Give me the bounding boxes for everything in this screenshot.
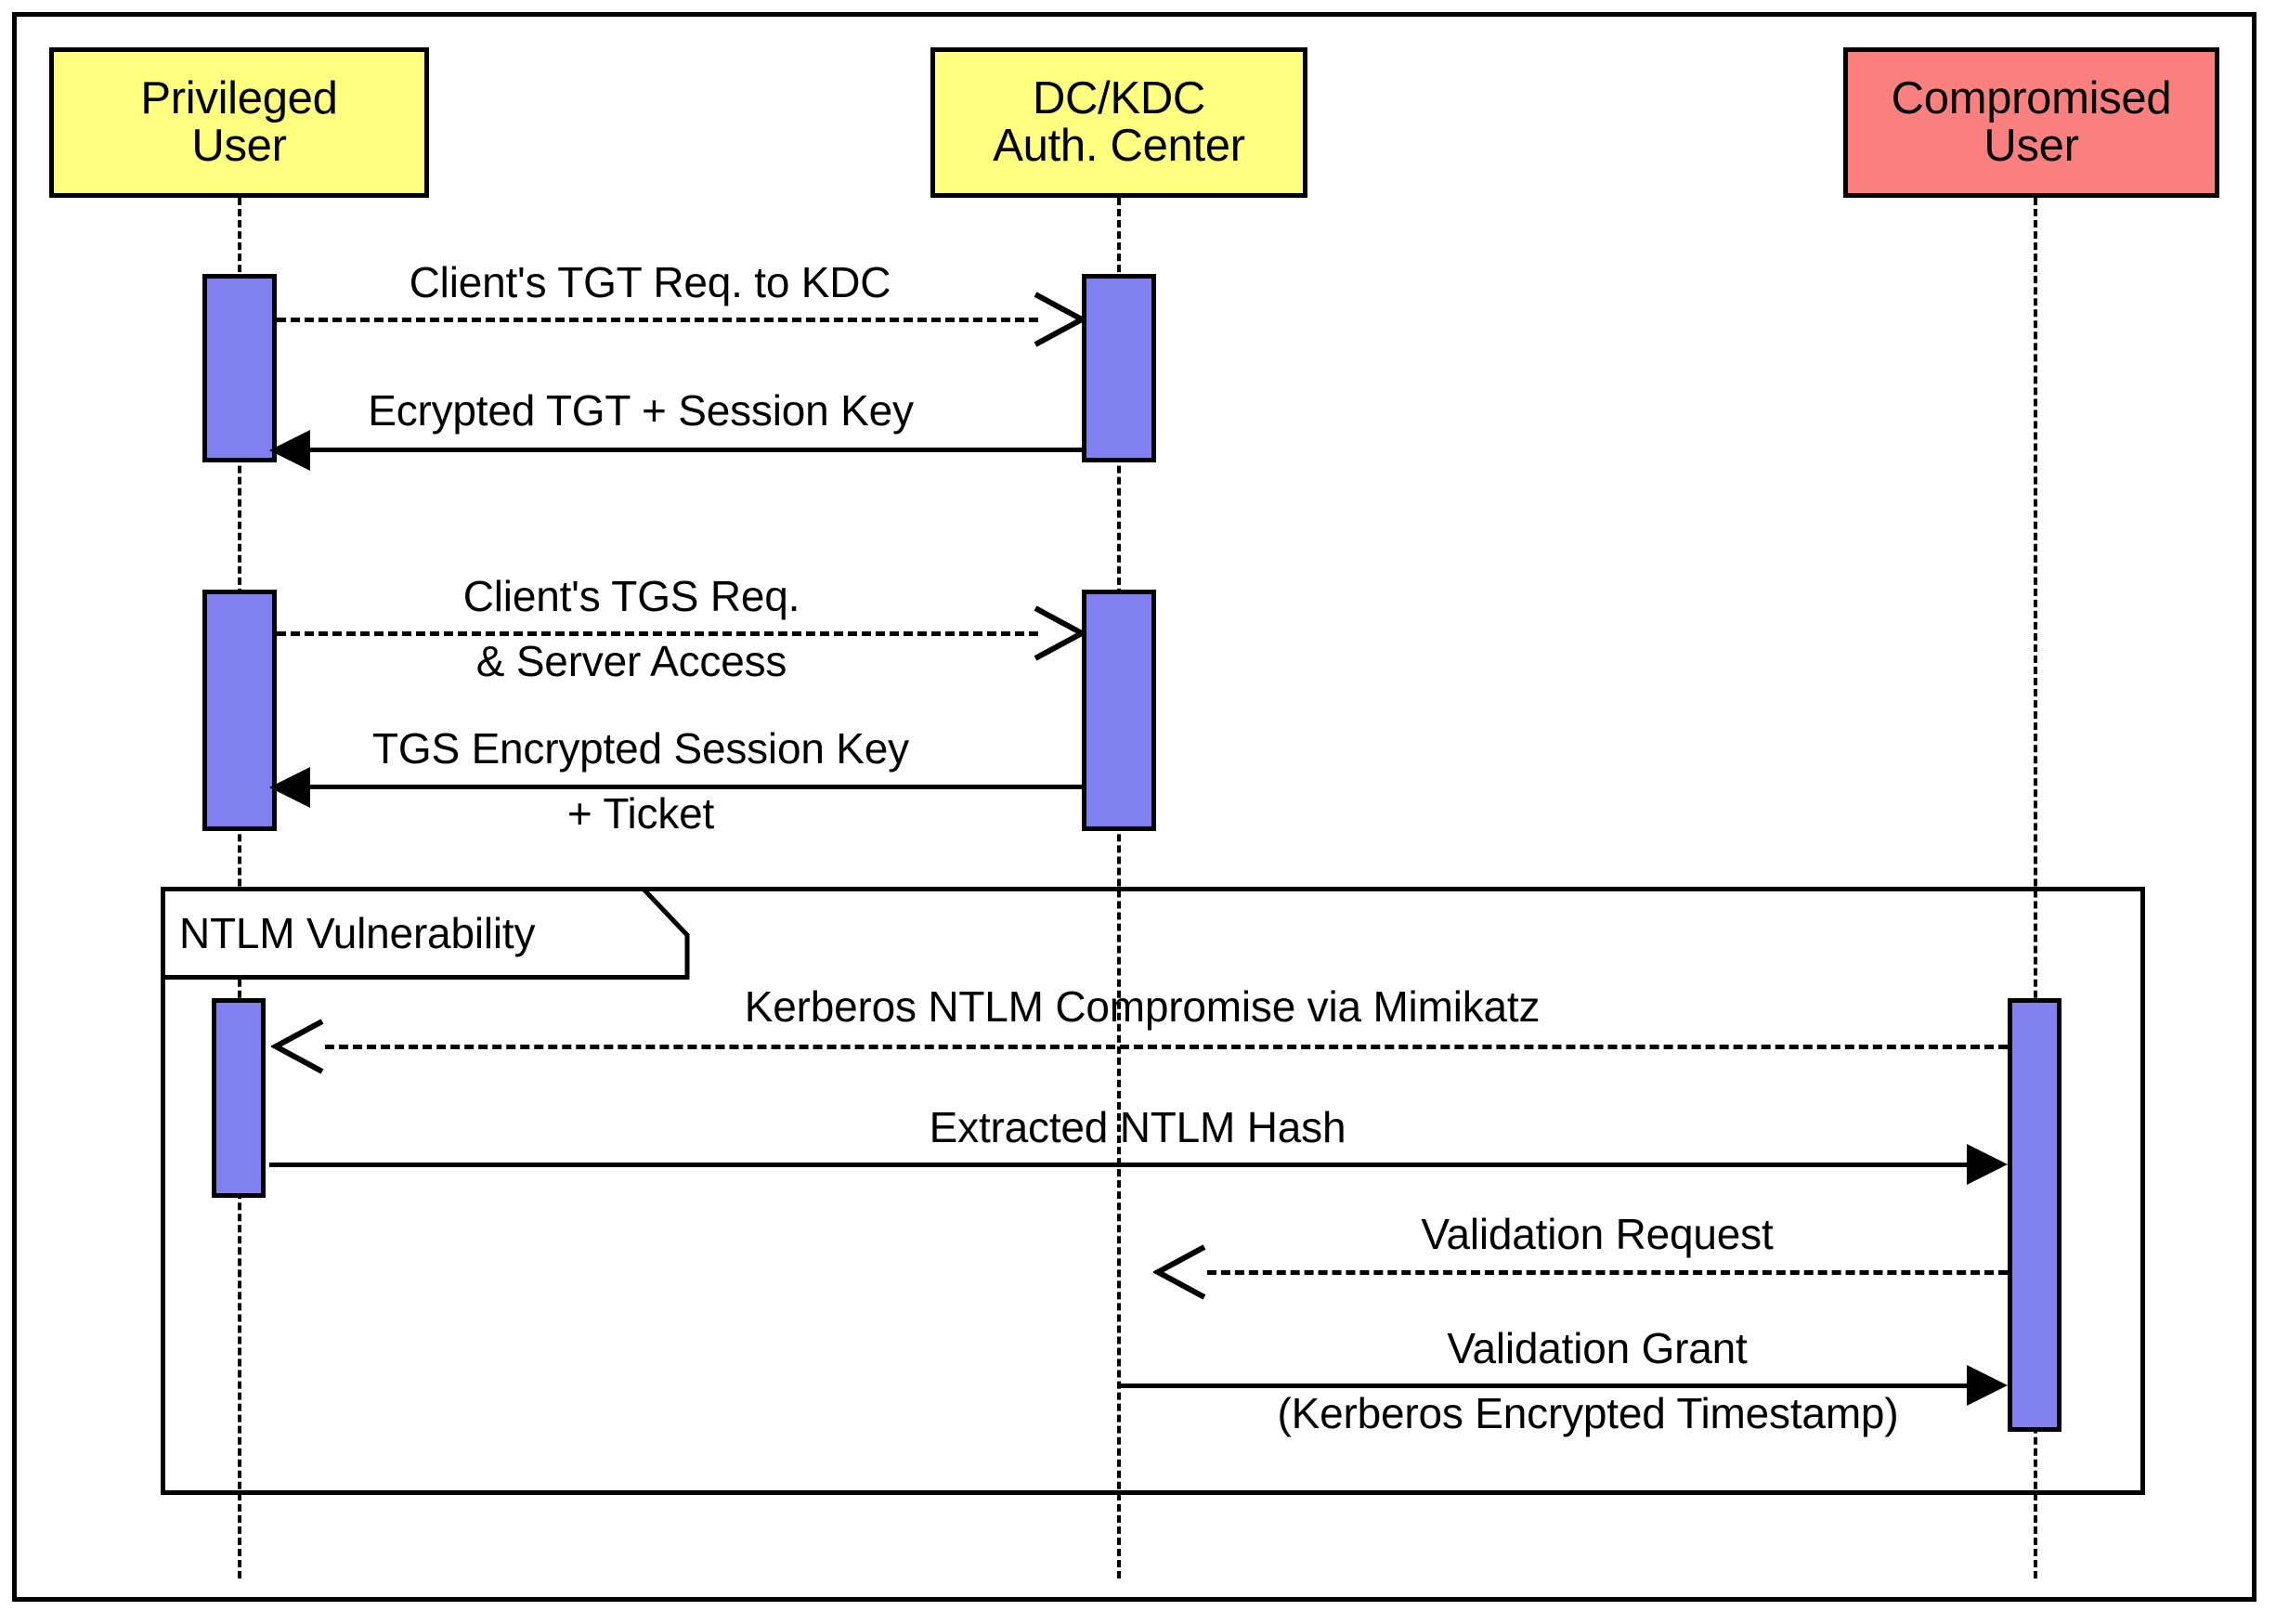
activation-dc-kdc-2 xyxy=(1082,590,1156,831)
message-extracted-ntlm-hash-label: Extracted NTLM Hash xyxy=(929,1103,1346,1151)
activation-compromised-user-1 xyxy=(2008,998,2061,1432)
message-extracted-ntlm-hash-line xyxy=(269,1163,1970,1167)
message-tgs-request-line xyxy=(277,631,1038,636)
message-tgs-session-key-label-line1: TGS Encrypted Session Key xyxy=(372,724,909,773)
message-extracted-ntlm-hash-arrowhead xyxy=(1967,1144,2008,1185)
message-validation-request-arrowhead xyxy=(1153,1242,1209,1302)
participant-privileged-user-line1: Privileged xyxy=(140,72,338,123)
fragment-ntlm-vulnerability xyxy=(161,887,2145,1495)
message-ntlm-compromise-arrowhead xyxy=(271,1017,327,1076)
message-validation-request-label: Validation Request xyxy=(1421,1210,1774,1258)
participant-dc-kdc-line2: Auth. Center xyxy=(993,121,1245,171)
fragment-label-tab xyxy=(161,887,690,980)
message-encrypted-tgt-arrowhead xyxy=(269,430,310,471)
message-validation-request-line xyxy=(1207,1270,2008,1275)
message-tgs-request-label-line2: & Server Access xyxy=(475,637,787,685)
message-tgt-request-arrowhead xyxy=(1031,290,1086,349)
participant-compromised-user-line2: User xyxy=(1983,121,2079,171)
activation-privileged-user-1 xyxy=(202,274,277,462)
activation-dc-kdc-1 xyxy=(1082,274,1156,462)
message-encrypted-tgt-label: Ecrypted TGT + Session Key xyxy=(368,386,914,435)
message-tgs-session-key-label-line2: + Ticket xyxy=(566,789,715,838)
participant-compromised-user-line1: Compromised xyxy=(1891,72,2172,123)
activation-privileged-user-2 xyxy=(202,590,277,831)
message-tgt-request-line xyxy=(277,318,1038,322)
message-tgs-session-key-arrowhead xyxy=(269,767,310,808)
participant-dc-kdc-line1: DC/KDC xyxy=(1032,72,1206,123)
message-tgs-request-label-line1: Client's TGS Req. xyxy=(462,572,800,620)
diagram-outer-border xyxy=(12,12,2256,1602)
activation-privileged-user-3 xyxy=(212,998,266,1198)
message-validation-grant-label-line1: Validation Grant xyxy=(1447,1324,1748,1372)
participant-compromised-user[interactable]: Compromised User xyxy=(1843,47,2219,198)
participant-dc-kdc[interactable]: DC/KDC Auth. Center xyxy=(930,47,1307,198)
message-ntlm-compromise-label: Kerberos NTLM Compromise via Mimikatz xyxy=(744,982,1541,1031)
message-validation-grant-label-line2: (Kerberos Encrypted Timestamp) xyxy=(1277,1389,1899,1437)
participant-privileged-user-line2: User xyxy=(191,121,287,171)
message-ntlm-compromise-line xyxy=(325,1045,2008,1049)
message-tgs-session-key-line xyxy=(299,785,1082,789)
message-encrypted-tgt-line xyxy=(299,448,1082,452)
participant-privileged-user[interactable]: Privileged User xyxy=(49,47,429,198)
message-tgs-request-arrowhead xyxy=(1031,604,1086,663)
message-validation-grant-arrowhead xyxy=(1967,1365,2008,1406)
message-tgt-request-label: Client's TGT Req. to KDC xyxy=(409,258,891,306)
fragment-label-text: NTLM Vulnerability xyxy=(179,909,536,957)
message-validation-grant-line xyxy=(1119,1384,1970,1388)
